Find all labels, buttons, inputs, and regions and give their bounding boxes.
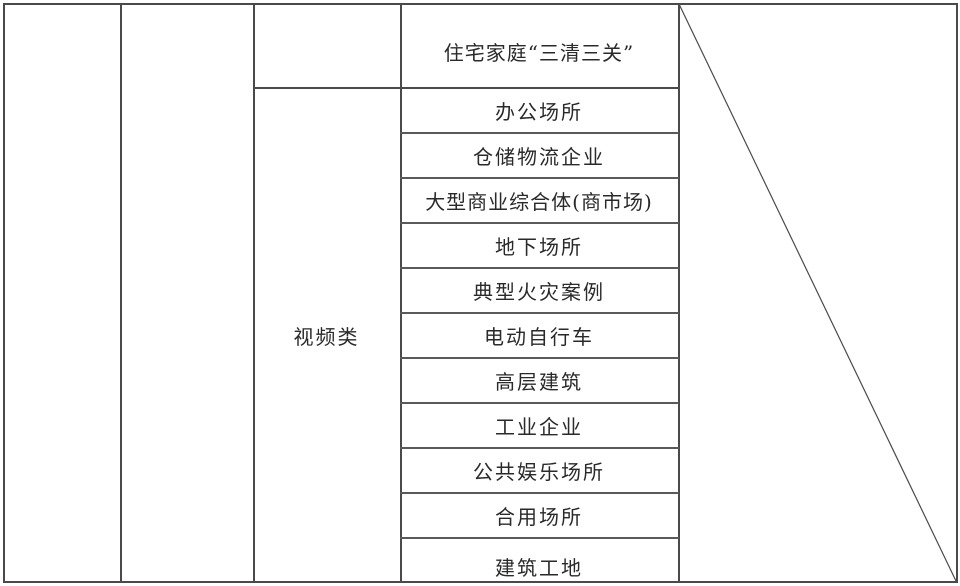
empty-cell-col1	[3, 3, 120, 582]
table-row: 合用场所	[400, 493, 678, 537]
table-row: 建筑工地	[400, 538, 678, 582]
border-row	[400, 177, 679, 179]
table-row: 仓储物流企业	[400, 133, 678, 177]
border-row	[400, 222, 679, 224]
item-label: 高层建筑	[495, 369, 583, 394]
border-row	[400, 357, 679, 359]
item-cell-first: 住宅家庭“三清三关”	[400, 3, 678, 87]
item-label: 典型火灾案例	[473, 279, 605, 304]
table-row: 典型火灾案例	[400, 268, 678, 312]
item-label-first: 住宅家庭“三清三关”	[443, 40, 635, 65]
item-label: 电动自行车	[484, 324, 594, 349]
table-row: 地下场所	[400, 223, 678, 267]
category-label: 视频类	[293, 324, 360, 349]
border-row-first	[253, 87, 679, 89]
border-col-1	[120, 3, 122, 583]
border-col-0	[3, 3, 5, 583]
item-label: 地下场所	[495, 234, 583, 259]
table-row: 大型商业综合体(商市场)	[400, 178, 678, 222]
item-label: 办公场所	[495, 99, 583, 124]
border-row	[400, 447, 679, 449]
empty-cell-col2	[120, 3, 253, 582]
border-top	[3, 3, 958, 5]
table-row: 电动自行车	[400, 313, 678, 357]
border-col-5	[956, 3, 958, 583]
border-col-2	[253, 3, 255, 583]
border-row	[400, 312, 679, 314]
table-row: 办公场所	[400, 88, 678, 132]
border-row	[400, 132, 679, 134]
border-row	[400, 537, 679, 539]
item-label: 合用场所	[495, 504, 583, 529]
border-row	[400, 492, 679, 494]
item-label: 建筑工地	[495, 555, 583, 580]
empty-cell-col3-top	[253, 3, 400, 87]
diagonal-empty-cell	[679, 3, 956, 582]
border-row	[400, 402, 679, 404]
item-label: 公共娱乐场所	[473, 459, 605, 484]
item-label: 仓储物流企业	[473, 144, 605, 169]
item-label: 工业企业	[495, 414, 583, 439]
table-row: 工业企业	[400, 403, 678, 447]
table-row: 高层建筑	[400, 358, 678, 402]
border-bottom	[3, 581, 958, 583]
table-row: 公共娱乐场所	[400, 448, 678, 492]
border-row	[400, 267, 679, 269]
border-col-3	[400, 3, 402, 583]
category-cell: 视频类	[253, 88, 400, 582]
item-label: 大型商业综合体(商市场)	[425, 189, 653, 214]
